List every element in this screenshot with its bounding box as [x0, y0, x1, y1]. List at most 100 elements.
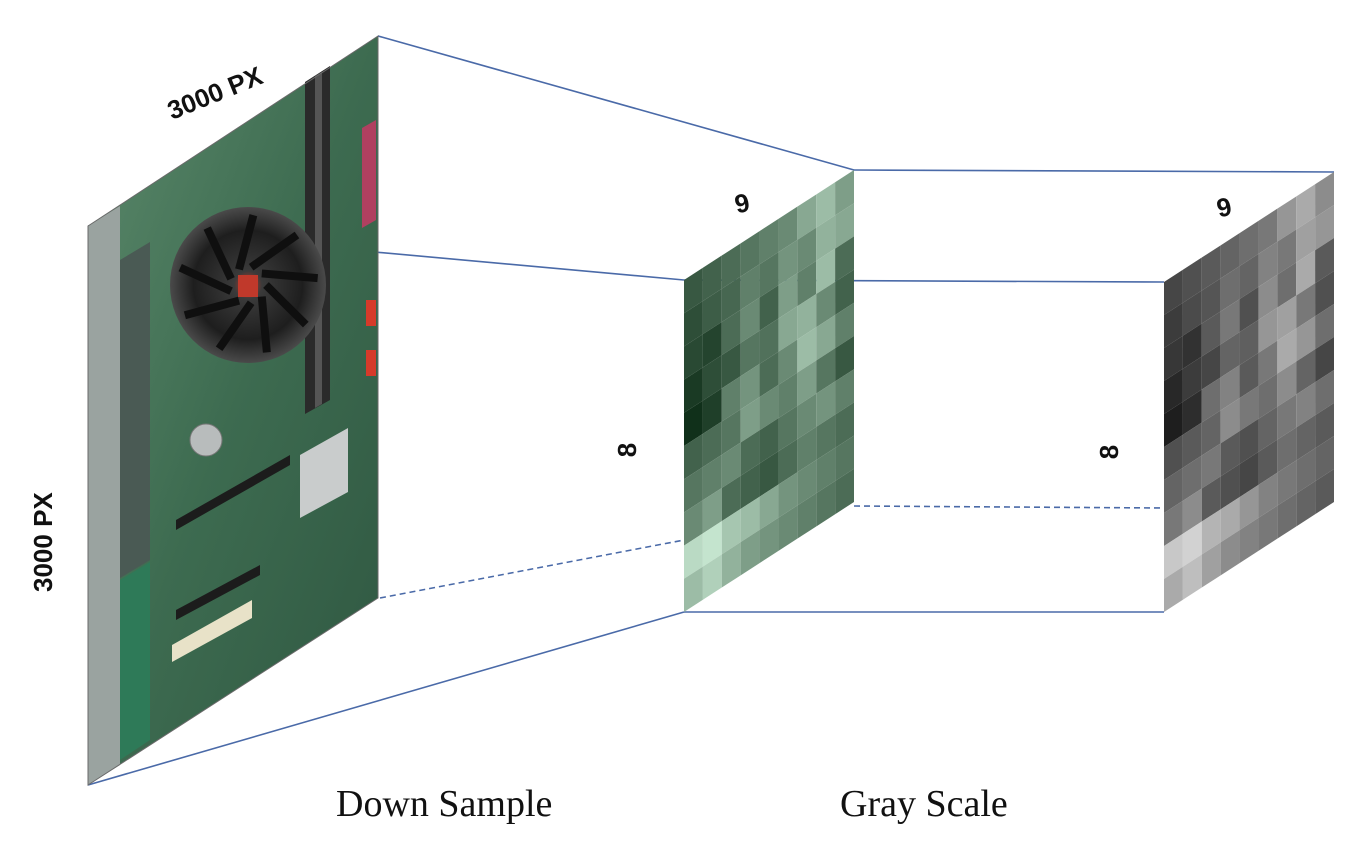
grayscale-grid-cell — [1201, 245, 1221, 291]
downsampled-height-label: 8 — [612, 443, 642, 457]
downsampled-grid-cell — [835, 269, 854, 316]
grayscale-grid-cell — [1296, 217, 1316, 263]
grayscale-grid-cell — [1201, 344, 1221, 390]
downsampled-grid-cell — [702, 487, 722, 534]
downsampled-grid-cell — [702, 288, 722, 335]
gray-scale-caption: Gray Scale — [840, 783, 1008, 825]
down-sample-caption: Down Sample — [336, 783, 552, 825]
downsampled-grid-cell — [759, 484, 779, 530]
grayscale-grid-cell — [1164, 335, 1183, 381]
grayscale-grid-cell — [1296, 382, 1316, 428]
grayscale-grid-cell — [1277, 493, 1297, 539]
grayscale-grid — [1164, 172, 1334, 612]
grayscale-grid-cell — [1315, 337, 1334, 383]
ram-slot-inner — [315, 72, 322, 408]
downsampled-grid-cell — [778, 505, 798, 551]
grayscale-grid-cell — [1201, 509, 1221, 555]
downsampled-grid-cell — [835, 336, 854, 382]
original-width-label: 3000 PX — [163, 60, 267, 125]
coin-battery — [189, 423, 223, 457]
grayscale-grid-cell — [1239, 253, 1259, 300]
grayscale-grid-cell — [1182, 356, 1202, 402]
grayscale-grid-cell — [1220, 365, 1240, 411]
downsampled-grid-cell — [759, 418, 779, 464]
grayscale-grid-cell — [1315, 403, 1334, 449]
downsampled-grid-cell — [721, 475, 741, 522]
grayscale-grid-cell — [1239, 484, 1259, 531]
heatsink — [300, 428, 348, 518]
grayscale-grid-cell — [1296, 481, 1316, 527]
grayscale-grid-cell — [1182, 455, 1202, 501]
downsampled-grid-cell — [740, 496, 760, 543]
downsampled-grid-cell — [835, 236, 854, 282]
grayscale-grid-cell — [1277, 229, 1297, 275]
downsampled-grid-cell — [816, 248, 836, 295]
grayscale-grid-cell — [1315, 271, 1334, 317]
grayscale-grid-cell — [1220, 299, 1240, 345]
downsampled-grid-cell — [778, 372, 798, 419]
downsampled-grid-cell — [816, 315, 836, 361]
grayscale-image — [1164, 172, 1334, 612]
downsampled-grid-cell — [684, 533, 703, 579]
grayscale-grid-cell — [1315, 370, 1334, 416]
grayscale-grid-cell — [1220, 398, 1240, 444]
grayscale-grid-cell — [1315, 436, 1334, 482]
downsampled-grid-cell — [684, 400, 703, 446]
grayscale-grid-cell — [1315, 304, 1334, 350]
grayscale-grid-cell — [1258, 274, 1278, 320]
downsampled-grid-cell — [759, 218, 779, 265]
original-height-label: 3000 PX — [28, 492, 58, 592]
downsampled-grid-cell — [797, 294, 817, 340]
downsampled-grid-cell — [797, 227, 817, 274]
pcie-slot — [176, 455, 290, 530]
grayscale-grid-cell — [1296, 250, 1316, 296]
downsampled-grid-cell — [797, 194, 817, 240]
grayscale-grid-cell — [1201, 542, 1221, 588]
downsampled-grid-cell — [684, 433, 703, 480]
downsampled-grid-cell — [835, 203, 854, 249]
grayscale-grid-cell — [1258, 307, 1278, 353]
grayscale-grid-cell — [1201, 476, 1221, 522]
downsampled-grid-cell — [759, 252, 779, 298]
downsampled-width-label: 9 — [732, 187, 752, 219]
downsampled-grid-cell — [797, 426, 817, 473]
grayscale-grid-cell — [1258, 505, 1278, 551]
downsampled-grid-cell — [797, 260, 817, 307]
grayscale-grid-cell — [1296, 448, 1316, 494]
downsampled-grid-cell — [684, 466, 703, 513]
downsampled-grid-cell — [778, 239, 798, 286]
downsampled-grid-cell — [816, 348, 836, 394]
grayscale-grid-cell — [1239, 385, 1259, 432]
downsampled-grid-cell — [778, 339, 798, 385]
grayscale-grid-cell — [1315, 205, 1334, 251]
downsampled-grid-cell — [835, 170, 854, 216]
grayscale-grid-cell — [1239, 451, 1259, 498]
board-components — [88, 66, 376, 785]
downsampled-grid-cell — [778, 439, 798, 485]
fan-blade — [183, 296, 241, 320]
downsampled-grid-cell — [740, 397, 760, 443]
grayscale-grid-cell — [1182, 422, 1202, 468]
sata-port — [366, 300, 376, 326]
downsampled-grid-cell — [816, 414, 836, 461]
grayscale-grid-cell — [1277, 361, 1297, 407]
grayscale-width-label: 9 — [1214, 191, 1234, 223]
downsampled-grid-cell — [702, 521, 722, 567]
fan-blade — [235, 214, 258, 271]
downsampled-grid-cell — [740, 297, 760, 343]
grayscale-grid-cell — [1164, 533, 1183, 579]
downsampled-grid-cell — [702, 355, 722, 401]
grayscale-grid-cell — [1239, 286, 1259, 333]
grayscale-grid-cell — [1277, 394, 1297, 440]
grayscale-grid-cell — [1277, 196, 1297, 242]
grayscale-grid-cell — [1164, 500, 1183, 546]
grayscale-grid-cell — [1182, 488, 1202, 534]
downsampled-grid-cell — [835, 435, 854, 482]
expansion-card — [120, 562, 150, 760]
downsampled-grid-cell — [759, 318, 779, 364]
pci-slot — [172, 600, 252, 662]
grayscale-grid-cell — [1220, 530, 1240, 576]
downsampled-grid-cell — [684, 267, 703, 314]
grayscale-grid-cell — [1164, 434, 1183, 480]
